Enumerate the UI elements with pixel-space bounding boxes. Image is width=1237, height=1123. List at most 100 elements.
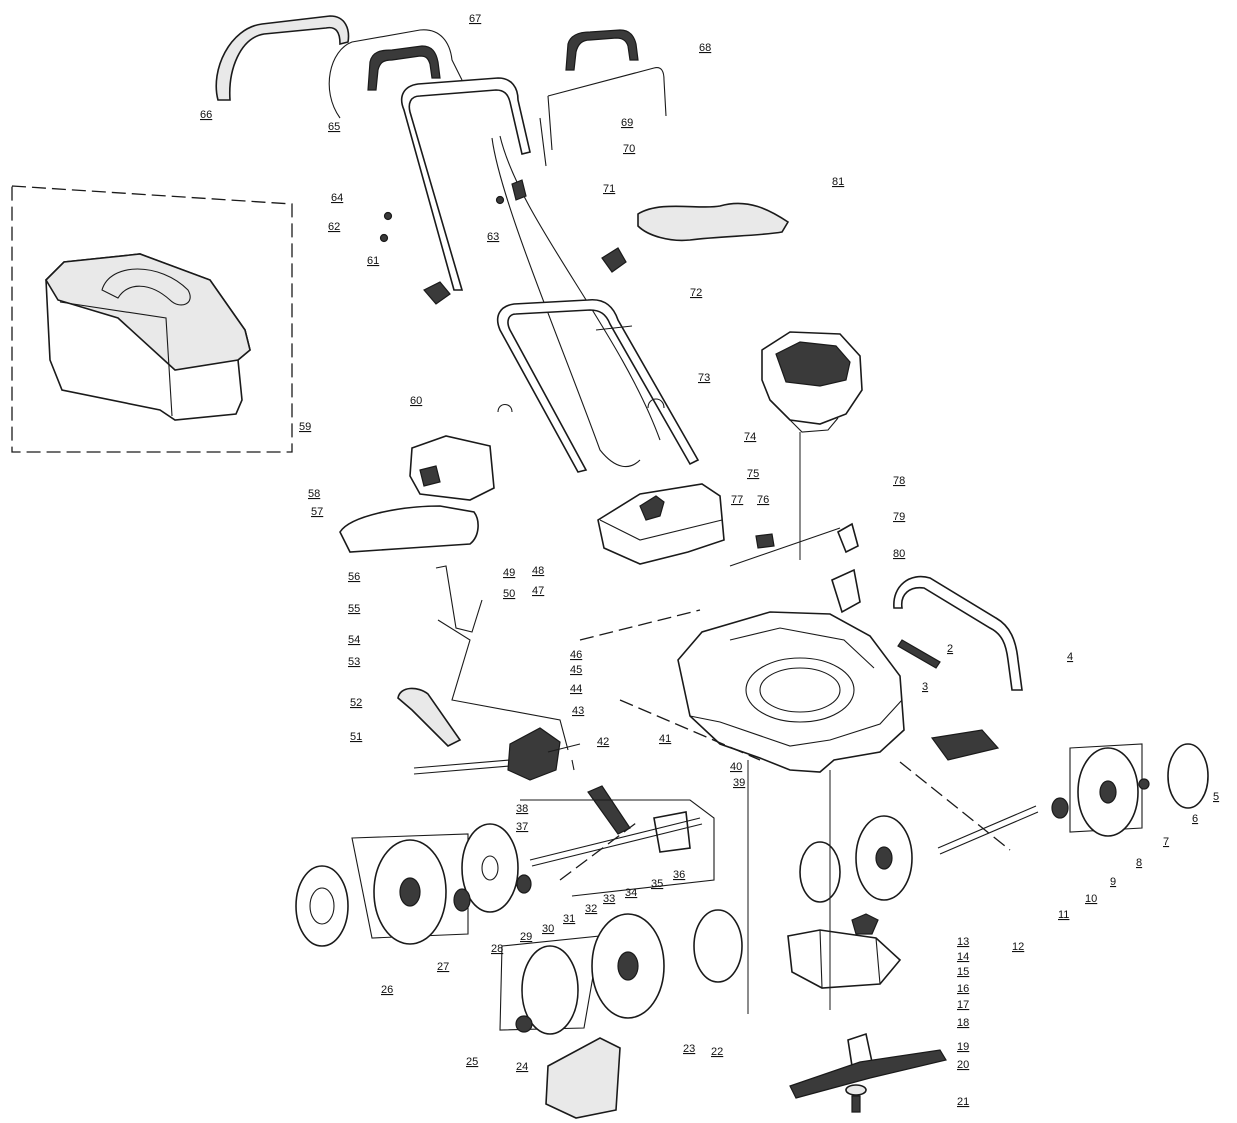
callout-74: 74 xyxy=(744,431,756,443)
front-handle-3 xyxy=(893,575,1023,691)
callout-70: 70 xyxy=(623,143,635,155)
drive-shaft-51 xyxy=(413,759,511,775)
callout-62: 62 xyxy=(328,221,340,233)
wheel-frame-box xyxy=(351,833,469,939)
callout-43: 43 xyxy=(572,705,584,717)
callout-55: 55 xyxy=(348,603,360,615)
callout-65: 65 xyxy=(328,121,340,133)
callout-41: 41 xyxy=(659,733,671,745)
callout-78: 78 xyxy=(893,475,905,487)
bail-bar-65-67 xyxy=(328,29,463,119)
callout-24: 24 xyxy=(516,1061,528,1073)
callout-64: 64 xyxy=(331,192,343,204)
knob-71 xyxy=(601,247,627,273)
rear-cover-group xyxy=(597,483,861,614)
callout-19: 19 xyxy=(957,1041,969,1053)
callout-35: 35 xyxy=(651,878,663,890)
callout-4: 4 xyxy=(1067,651,1073,663)
part-81-cover xyxy=(637,202,790,242)
callout-2: 2 xyxy=(947,643,953,655)
callout-72: 72 xyxy=(690,287,702,299)
callout-16: 16 xyxy=(957,983,969,995)
washer-20 xyxy=(845,1084,867,1096)
grass-catcher-lid xyxy=(44,253,251,371)
grip-cover-68 xyxy=(565,29,639,71)
callout-69: 69 xyxy=(621,117,633,129)
bolt-21 xyxy=(851,1095,861,1113)
catcher-handle xyxy=(101,268,191,306)
hubcap-26 xyxy=(295,865,349,947)
callout-67: 67 xyxy=(469,13,481,25)
callout-21: 21 xyxy=(957,1096,969,1108)
callout-36: 36 xyxy=(673,869,685,881)
throttle-bar-68-69 xyxy=(539,67,667,167)
axle-bracket-36 xyxy=(653,811,691,853)
lower-handle-group xyxy=(496,298,700,473)
height-adjust-group xyxy=(520,785,715,897)
upper-handle-group xyxy=(215,15,667,468)
control-cable xyxy=(491,137,641,468)
callout-71: 71 xyxy=(603,183,615,195)
callout-40: 40 xyxy=(730,761,742,773)
front-right-wheels-group xyxy=(799,743,1209,903)
discharge-chute-57 xyxy=(339,505,479,553)
callout-42: 42 xyxy=(597,736,609,748)
callout-14: 14 xyxy=(957,951,969,963)
callout-52: 52 xyxy=(350,697,362,709)
mulch-plug-58 xyxy=(409,435,495,501)
hubcap-right-front xyxy=(799,841,841,903)
callout-23: 23 xyxy=(683,1043,695,1055)
callout-44: 44 xyxy=(570,683,582,695)
adapter-13 xyxy=(851,913,879,935)
callout-47: 47 xyxy=(532,585,544,597)
bracket-79 xyxy=(836,522,859,554)
lower-handle-74 xyxy=(496,298,700,473)
callout-29: 29 xyxy=(520,931,532,943)
callout-80: 80 xyxy=(893,548,905,560)
callout-59: 59 xyxy=(299,421,311,433)
callout-26: 26 xyxy=(381,984,393,996)
bracket-frame-49-53 xyxy=(435,565,569,751)
engine-group xyxy=(761,331,863,560)
guide-dashes xyxy=(559,609,1011,881)
callout-27: 27 xyxy=(437,961,449,973)
callout-6: 6 xyxy=(1192,813,1198,825)
mower-deck-group xyxy=(677,611,905,773)
callout-31: 31 xyxy=(563,913,575,925)
callout-34: 34 xyxy=(625,887,637,899)
axle-11 xyxy=(937,805,1039,855)
callout-12: 12 xyxy=(1012,941,1024,953)
bag-flap-4 xyxy=(930,729,1000,761)
hubcap-right xyxy=(693,909,743,983)
deck-motor-opening xyxy=(745,657,855,723)
callout-30: 30 xyxy=(542,923,554,935)
clip-74 xyxy=(647,398,665,409)
blade-group xyxy=(747,760,947,1113)
callout-54: 54 xyxy=(348,634,360,646)
callout-38: 38 xyxy=(516,803,528,815)
callout-45: 45 xyxy=(570,664,582,676)
callout-58: 58 xyxy=(308,488,320,500)
callout-81: 81 xyxy=(832,176,844,188)
callout-25: 25 xyxy=(466,1056,478,1068)
grip-cover-67 xyxy=(367,45,441,91)
callout-11: 11 xyxy=(1058,909,1069,921)
callout-48: 48 xyxy=(532,565,544,577)
callout-79: 79 xyxy=(893,511,905,523)
mower-deck xyxy=(677,611,905,773)
callout-22: 22 xyxy=(711,1046,723,1058)
bushing-25 xyxy=(515,1015,533,1033)
callout-60: 60 xyxy=(410,395,422,407)
callout-75: 75 xyxy=(747,468,759,480)
callout-18: 18 xyxy=(957,1017,969,1029)
blade-19 xyxy=(789,1049,947,1099)
front-left-wheels-group xyxy=(499,909,743,1119)
spring-2 xyxy=(897,639,941,669)
rod-77-78 xyxy=(729,527,841,567)
rear-cover-75 xyxy=(597,483,725,565)
callout-3: 3 xyxy=(922,681,928,693)
callout-20: 20 xyxy=(957,1059,969,1071)
belt-guard-52 xyxy=(397,687,462,747)
callout-63: 63 xyxy=(487,231,499,243)
